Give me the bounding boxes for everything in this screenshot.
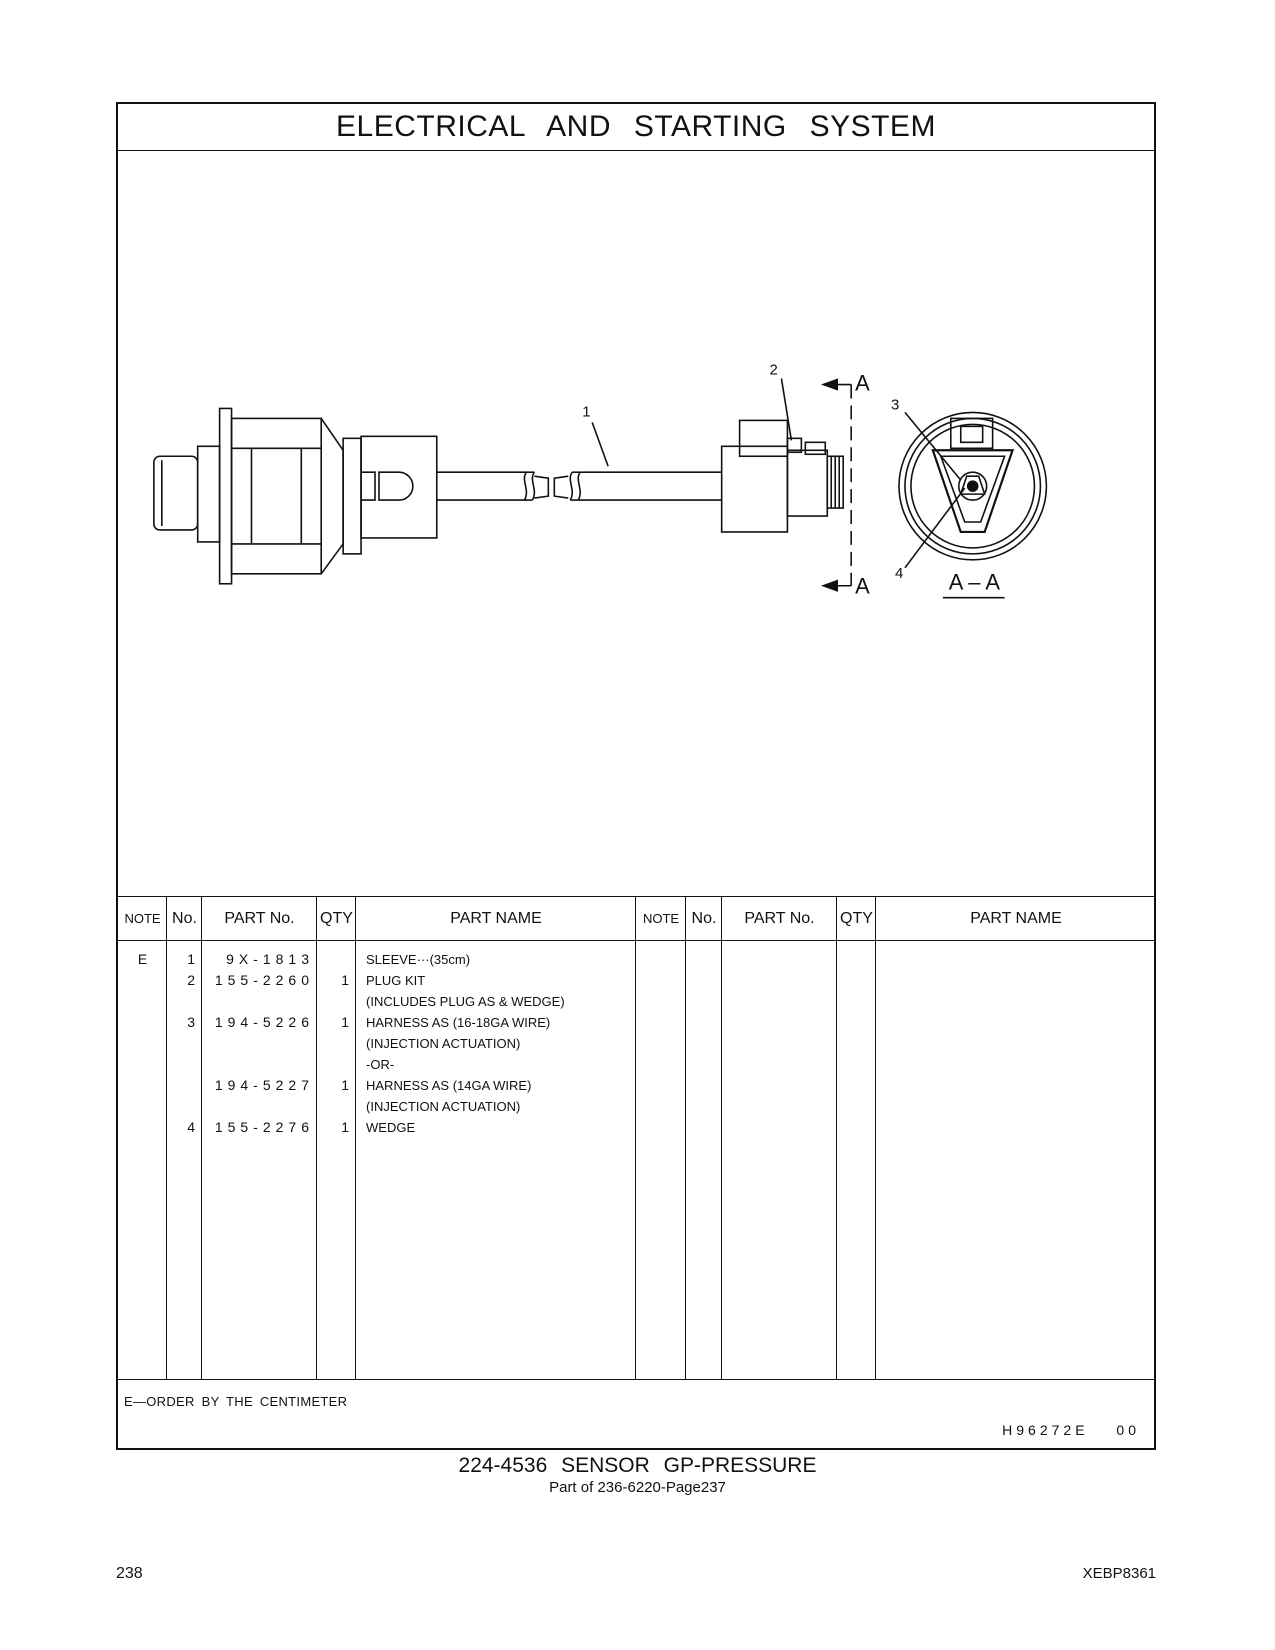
page-number: 238 [116,1565,143,1582]
parts-page-frame: ELECTRICAL AND STARTING SYSTEM [116,102,1156,1450]
parts-drawing: 1 2 3 4 A A A – A [118,150,1154,896]
header-no: No. [686,897,722,941]
col-note-left [118,897,167,1379]
section-view-a-a [898,411,1048,561]
section-view-label: A – A [949,570,1001,595]
section-marker-bottom: A [855,574,870,599]
header-note: NOTE [118,897,167,941]
col-partno-right [722,897,837,1379]
section-title: ELECTRICAL AND STARTING SYSTEM [118,104,1154,151]
pressure-sensor-illustration [153,407,844,585]
section-line-a-a [820,378,852,592]
callout-1: 1 [582,403,590,420]
illustration-id: H96272E 00 [1002,1422,1140,1438]
col-qty-left [317,897,356,1379]
header-qty: QTY [837,897,876,941]
col-qty-right [837,897,876,1379]
header-part-name: PART NAME [356,897,636,941]
document-number: XEBP8361 [1082,1565,1156,1582]
figure-subtitle: Part of 236-6220-Page237 [549,1479,726,1496]
col-note-right [636,897,686,1379]
section-marker-top: A [855,371,870,396]
header-part-no: PART No. [202,897,317,941]
footnote: E—ORDER BY THE CENTIMETER [124,1394,348,1409]
header-part-name: PART NAME [876,897,1156,941]
col-partno-left [202,897,317,1379]
callout-3: 3 [891,396,899,413]
col-no-left [167,897,202,1379]
callout-4: 4 [895,565,903,582]
callout-2: 2 [769,362,777,379]
header-note: NOTE [636,897,686,941]
col-no-right [686,897,722,1379]
figure-title: 224-4536 SENSOR GP-PRESSURE [458,1454,817,1477]
header-part-no: PART No. [722,897,837,941]
col-partname-left [356,897,636,1379]
parts-table: NOTE No. PART No. QTY PART NAME NOTE No.… [118,896,1156,1380]
header-qty: QTY [317,897,356,941]
header-no: No. [167,897,202,941]
